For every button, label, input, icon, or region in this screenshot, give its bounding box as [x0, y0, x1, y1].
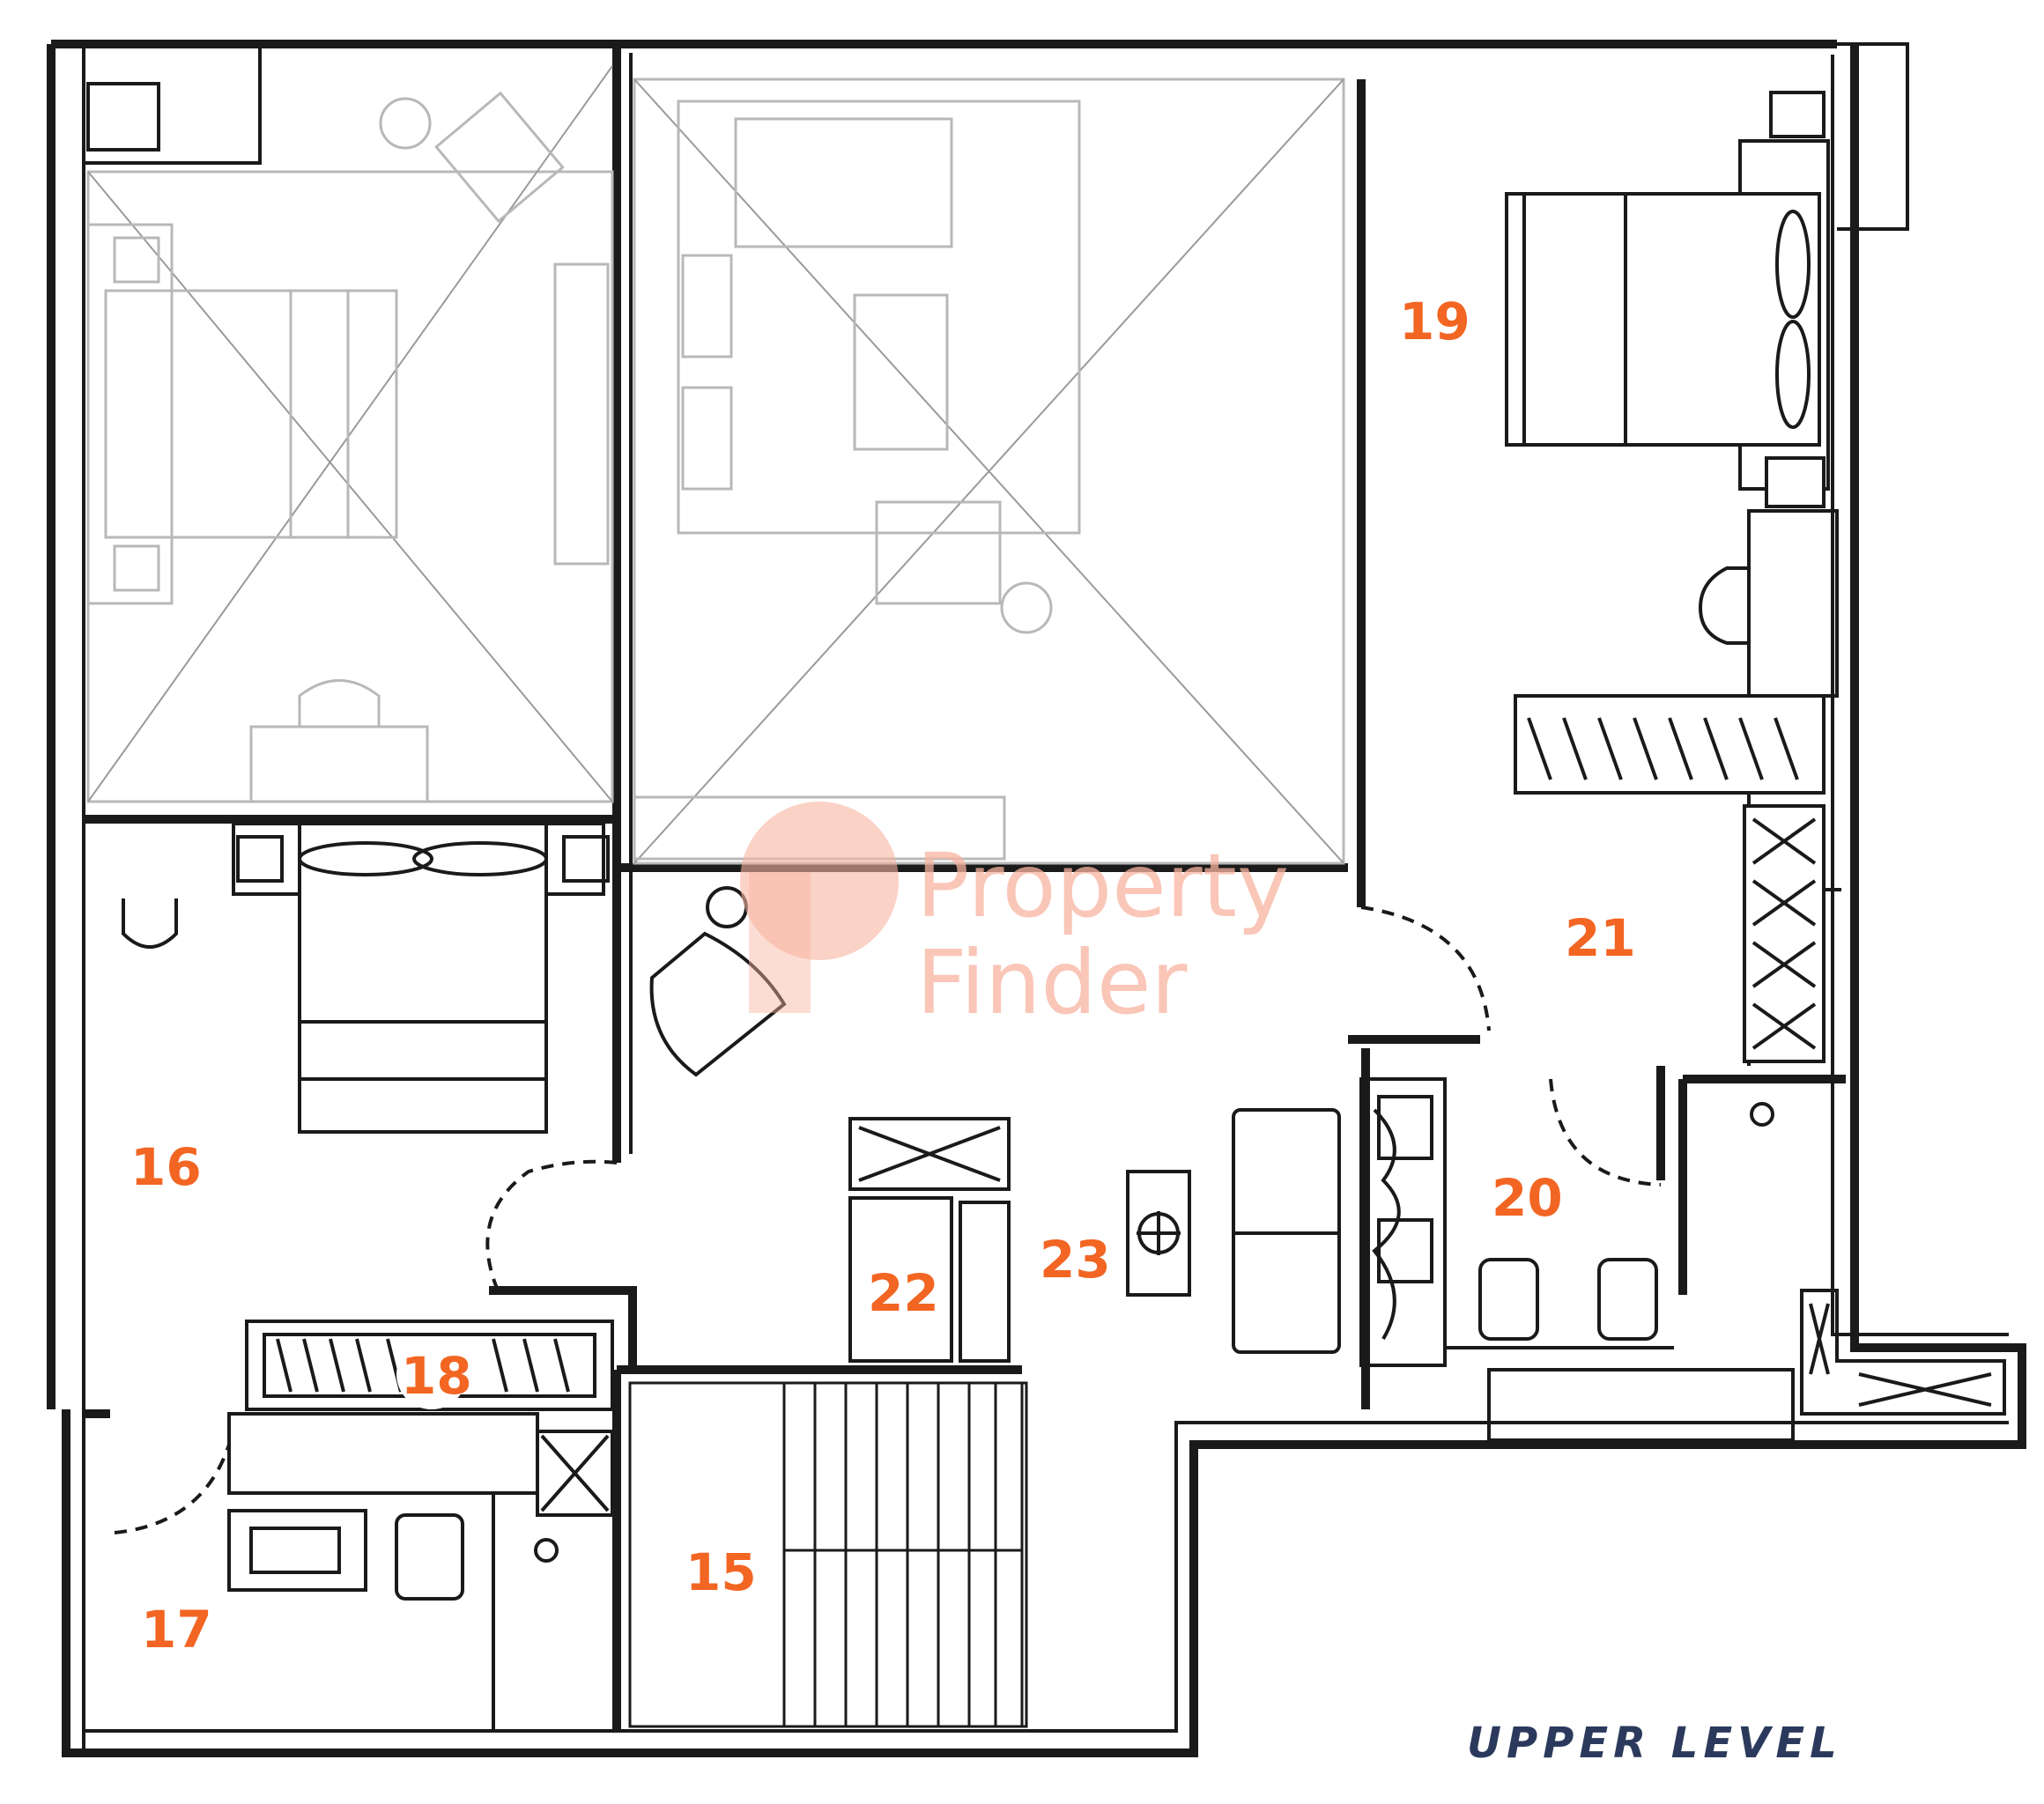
watermark-logo-icon — [740, 802, 899, 960]
outer-walls — [47, 40, 2026, 1757]
room-numbers: 15 16 17 18 19 20 21 22 23 — [130, 292, 1636, 1660]
level-label: UPPER LEVEL — [1467, 1719, 1842, 1768]
walk-in-21 — [1360, 694, 1826, 1063]
watermark-line2: Finder — [916, 931, 1188, 1034]
room-number-18: 18 — [401, 1346, 472, 1406]
watermark-line1: Property — [916, 834, 1289, 937]
room-number-21: 21 — [1565, 908, 1636, 968]
interior-walls — [84, 44, 1846, 1731]
room-number-18-badge — [396, 1339, 467, 1409]
bathroom-17-fixtures — [84, 1409, 614, 1731]
watermark-logo-stem — [749, 872, 811, 1013]
bedroom-19-furniture — [1505, 42, 1909, 698]
staircase-15 — [628, 1381, 1028, 1728]
room-number-20: 20 — [1492, 1168, 1563, 1228]
room-number-15: 15 — [685, 1542, 757, 1602]
utility-23 — [1126, 1108, 1341, 1354]
room-number-17: 17 — [141, 1600, 212, 1660]
bedroom-16-furniture — [122, 822, 610, 1134]
room-number-22: 22 — [868, 1263, 939, 1323]
room-number-22-badge — [863, 1255, 934, 1326]
open-to-below-left — [82, 42, 614, 803]
closet-22 — [848, 1117, 1011, 1363]
room-number-19: 19 — [1399, 292, 1470, 351]
watermark: Property Finder — [740, 802, 1289, 1034]
room-number-23: 23 — [1040, 1230, 1111, 1290]
open-to-below-middle — [633, 78, 1345, 865]
room-number-16: 16 — [130, 1137, 202, 1197]
bathroom-20-fixtures — [1359, 1077, 1795, 1442]
corner-closet — [1800, 1289, 2006, 1416]
